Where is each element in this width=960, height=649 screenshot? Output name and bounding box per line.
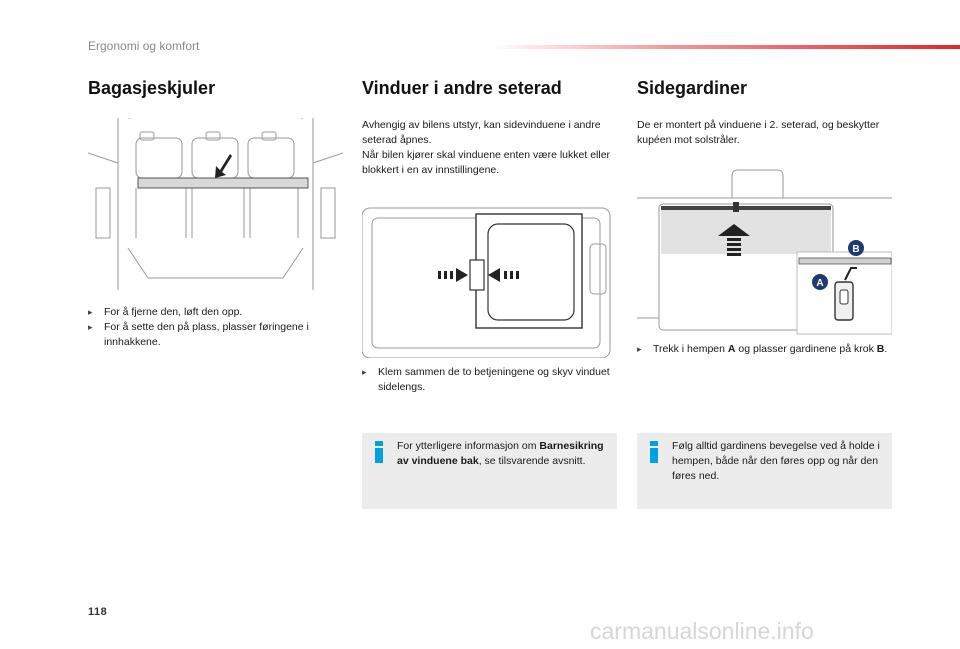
bullet-text: Trekk i hempen A og plasser gardinene på… xyxy=(653,343,887,355)
info-icon xyxy=(375,441,383,463)
bullet-pre: Trekk i hempen xyxy=(653,343,728,355)
section-label: Ergonomi og komfort xyxy=(88,39,200,53)
info-box-curtain-movement: Følg alltid gardinens bevegelse ved å ho… xyxy=(637,433,892,509)
info-text: For ytterligere informasjon om Barnesikr… xyxy=(397,439,609,469)
info-text-bold: Barnesikring av vinduene bak xyxy=(397,440,604,467)
intro-line-2: Når bilen kjører skal vinduene enten vær… xyxy=(362,149,611,176)
bullet-text: Klem sammen de to betjeningene og skyv v… xyxy=(378,366,610,393)
bullet-ref-b: B xyxy=(876,343,885,355)
bullet-marker: ▸ xyxy=(88,307,93,317)
intro-line-1: Avhengig av bilens utstyr, kan sidevindu… xyxy=(362,119,601,146)
bullet-marker: ▸ xyxy=(88,322,93,332)
watermark: carmanualsonline.info xyxy=(590,618,814,644)
header-accent-bar xyxy=(490,45,960,49)
bullet-marker: ▸ xyxy=(637,344,642,354)
bullet-post: . xyxy=(884,343,888,355)
bullet-remove: ▸ For å fjerne den, løft den opp. xyxy=(88,305,343,320)
luggage-cover-illustration xyxy=(88,118,343,290)
callout-a: A xyxy=(816,278,823,289)
heading-rear-windows: Vinduer i andre seterad xyxy=(362,78,562,98)
info-icon xyxy=(650,441,658,463)
intro-text: De er montert på vinduene i 2. seterad, … xyxy=(637,119,880,146)
bullet-text: For å sette den på plass, plasser føring… xyxy=(104,321,309,348)
bullet-ref-a: A xyxy=(727,343,736,355)
side-curtains-intro: De er montert på vinduene i 2. seterad, … xyxy=(637,118,887,148)
info-text-pre: For ytterligere informasjon om xyxy=(397,440,537,452)
bullet-text: For å fjerne den, løft den opp. xyxy=(104,306,243,318)
bullet-pull-tab: ▸ Trekk i hempen A og plasser gardinene … xyxy=(637,342,892,357)
rear-windows-intro: Avhengig av bilens utstyr, kan sidevindu… xyxy=(362,118,612,178)
bullet-marker: ▸ xyxy=(362,367,367,377)
page-number: 118 xyxy=(88,606,108,618)
heading-side-curtains: Sidegardiner xyxy=(637,78,748,98)
heading-luggage-cover: Bagasjeskjuler xyxy=(88,78,216,98)
bullet-refit: ▸ For å sette den på plass, plasser føri… xyxy=(88,320,343,350)
callout-b: B xyxy=(852,244,859,255)
bullet-mid: og plasser gardinene på krok xyxy=(735,343,877,355)
info-text: Følg alltid gardinens bevegelse ved å ho… xyxy=(672,440,880,482)
side-curtain-illustration: B A xyxy=(637,169,892,335)
sliding-window-illustration xyxy=(362,207,611,358)
info-text-post: , se tilsvarende avsnitt. xyxy=(478,455,586,467)
bullet-slide-window: ▸ Klem sammen de to betjeningene og skyv… xyxy=(362,365,617,395)
info-box-child-lock: For ytterligere informasjon om Barnesikr… xyxy=(362,433,617,509)
